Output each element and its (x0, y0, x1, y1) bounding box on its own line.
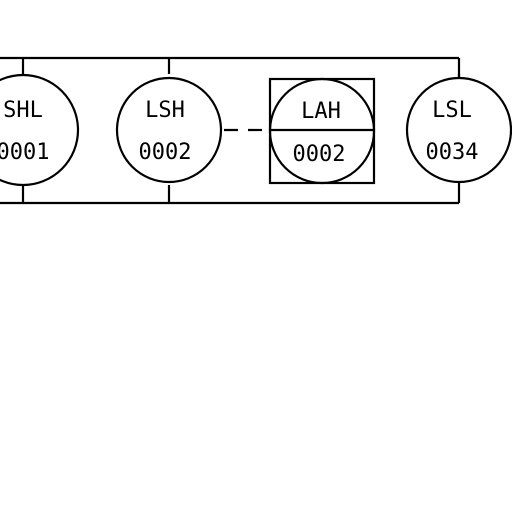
instrument-bubble (405, 76, 512, 184)
instrument-function-label: LSH (145, 98, 185, 123)
instrument-function-label: LAH (301, 99, 341, 124)
instrument-number-label: 0001 (0, 140, 49, 165)
instrument-number-label: 0002 (139, 140, 192, 165)
instrument-number-label: 0034 (426, 140, 479, 165)
instrument-bubble (0, 73, 80, 187)
instrument-bubble (115, 76, 223, 184)
instrument-lsh-0002: LSH 0002 (115, 76, 223, 184)
instrument-shl-0001: SHL 0001 (0, 73, 80, 187)
instrument-lah-0002: LAH 0002 (268, 77, 376, 185)
instrument-function-label: LSL (432, 98, 472, 123)
instrument-lsl-0034: LSL 0034 (405, 76, 512, 184)
instrument-number-label: 0002 (293, 142, 346, 167)
instrument-function-label: SHL (3, 98, 43, 123)
